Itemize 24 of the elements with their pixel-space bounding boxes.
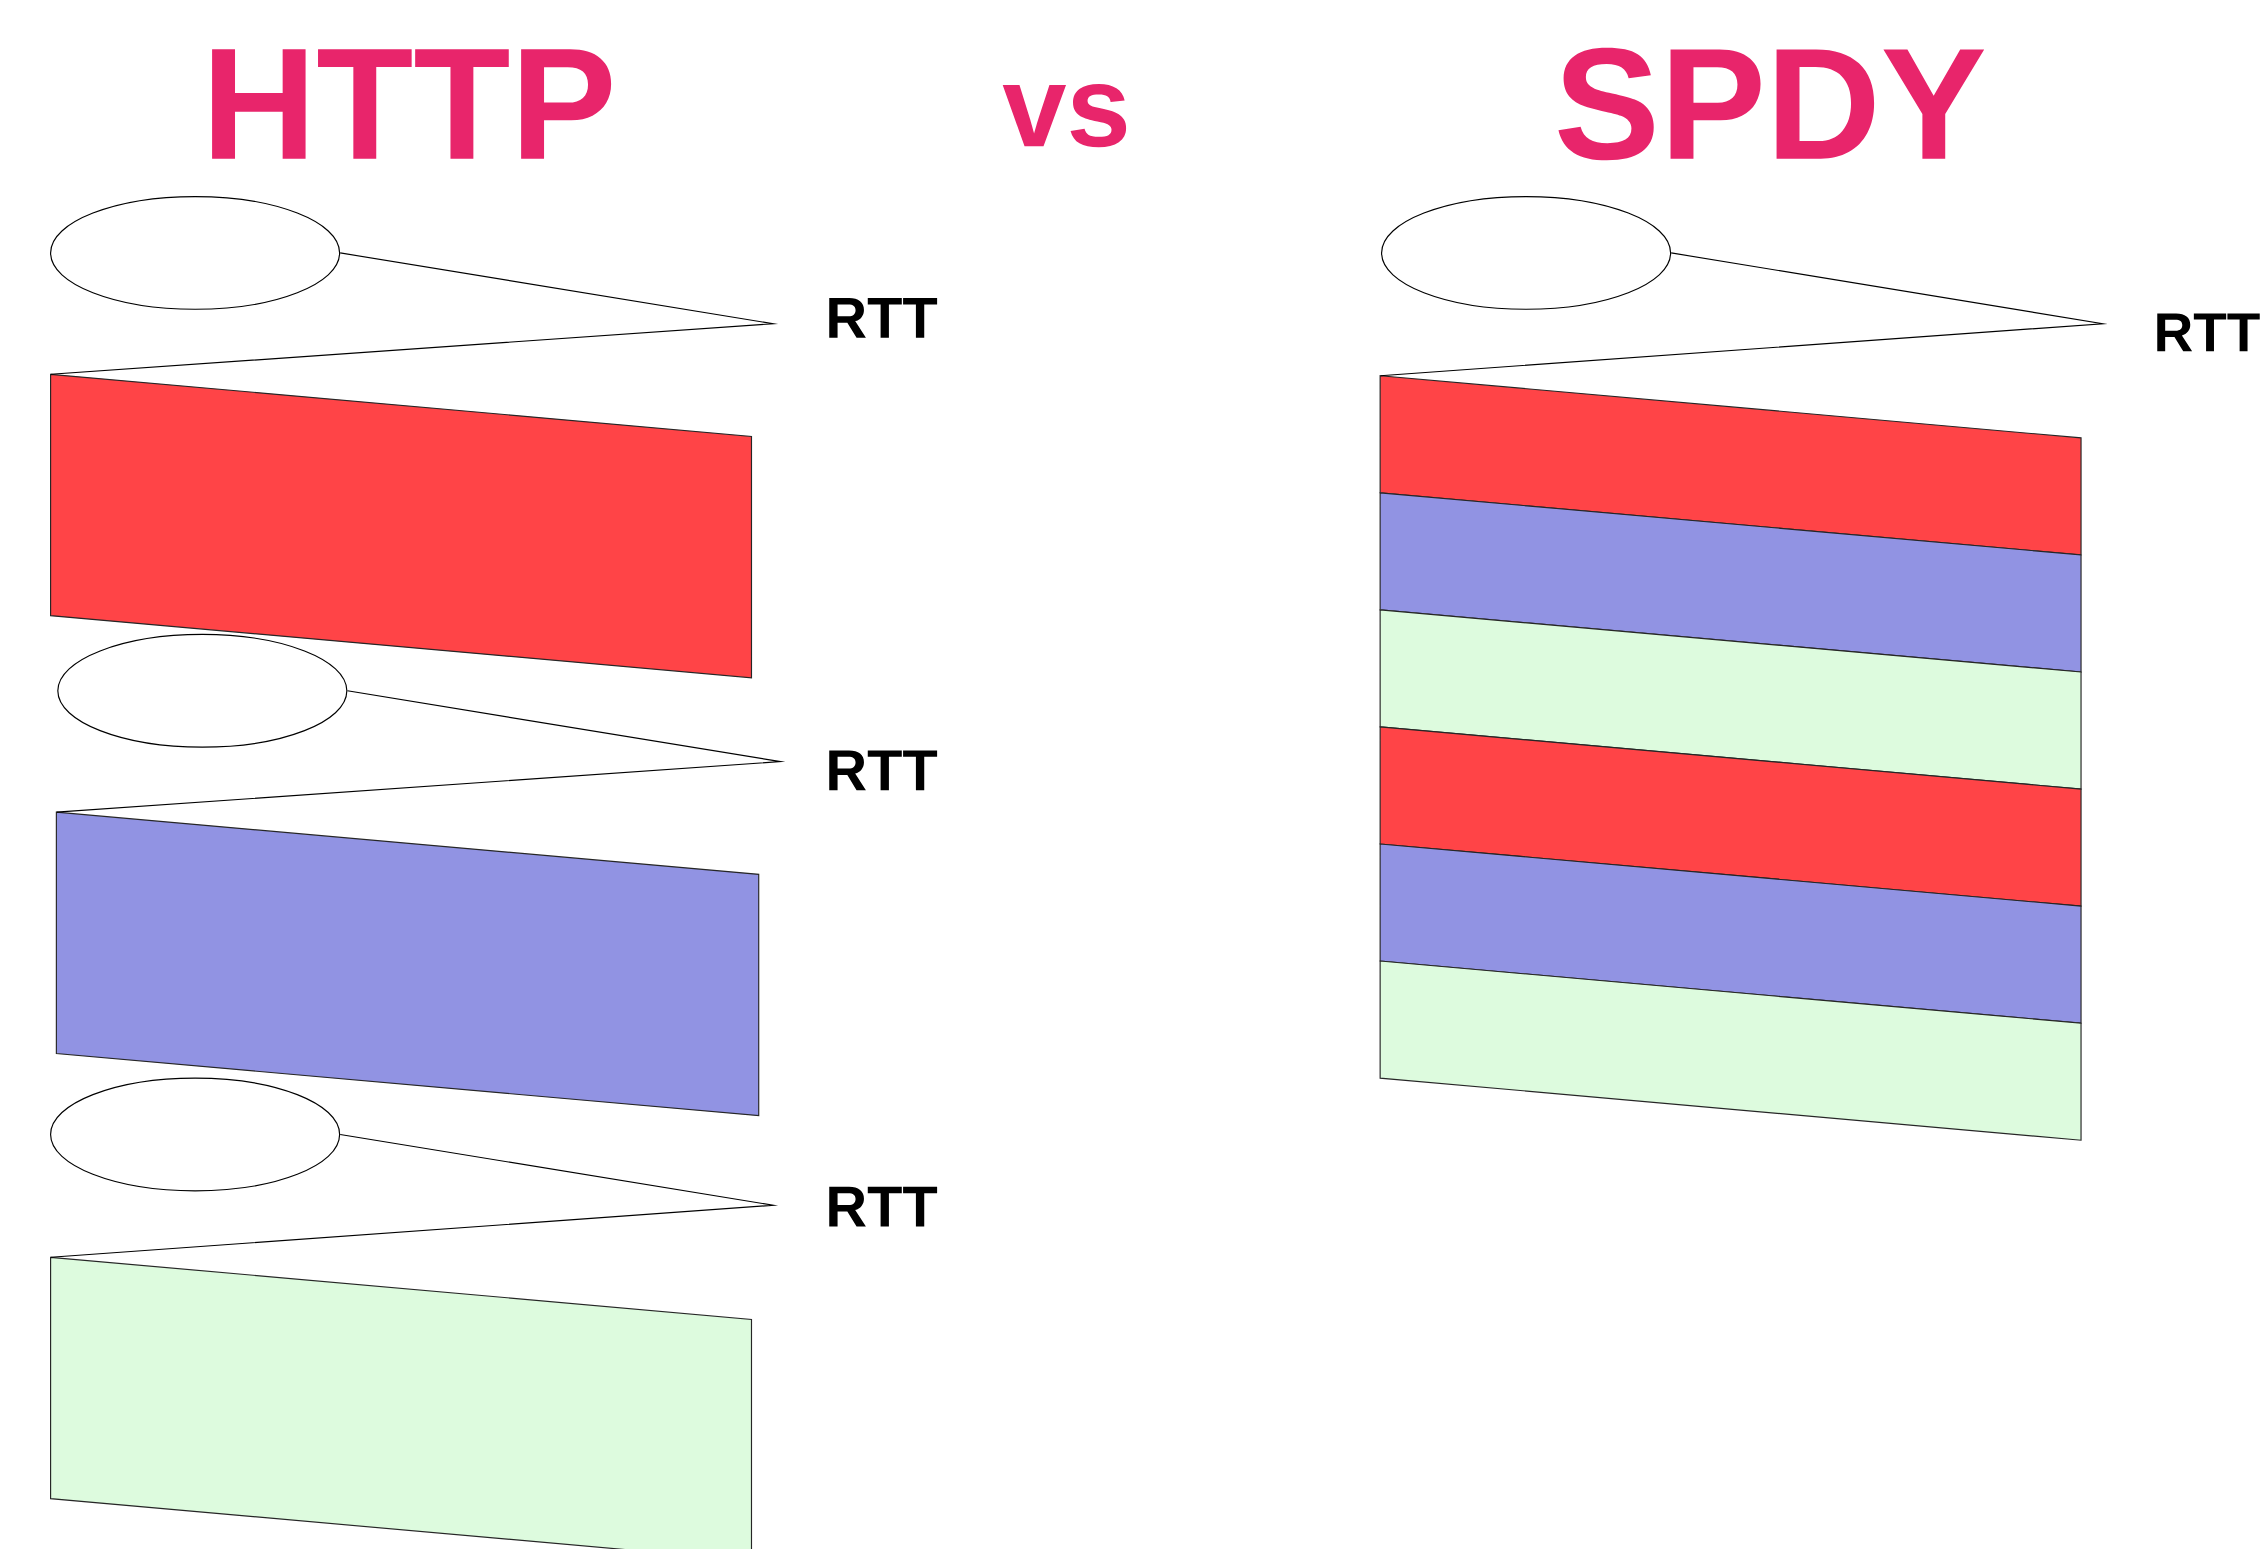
request-wedge	[50, 1133, 779, 1258]
band	[1379, 960, 2082, 1141]
rtt-label: RTT	[829, 750, 938, 791]
request-wedge	[56, 690, 786, 813]
rtt-label: RTT	[829, 298, 938, 338]
band	[1379, 492, 2082, 673]
band	[55, 811, 760, 1117]
ellipse	[57, 633, 348, 748]
band	[50, 1256, 753, 1549]
request-wedge	[50, 252, 779, 375]
band	[50, 373, 753, 679]
ellipse	[50, 195, 341, 310]
band	[1379, 843, 2082, 1024]
rtt-label: RTT	[2157, 313, 2260, 352]
ellipse	[50, 1077, 341, 1192]
band	[1379, 609, 2082, 790]
heading: vs	[1002, 83, 1127, 148]
heading: SPDY	[1558, 47, 1985, 161]
rtt-label: RTT	[829, 1186, 938, 1227]
request-wedge	[1379, 252, 2108, 377]
ellipse	[1381, 195, 1672, 310]
heading: HTTP	[212, 49, 612, 159]
band	[1379, 726, 2082, 907]
band	[1379, 375, 2082, 556]
